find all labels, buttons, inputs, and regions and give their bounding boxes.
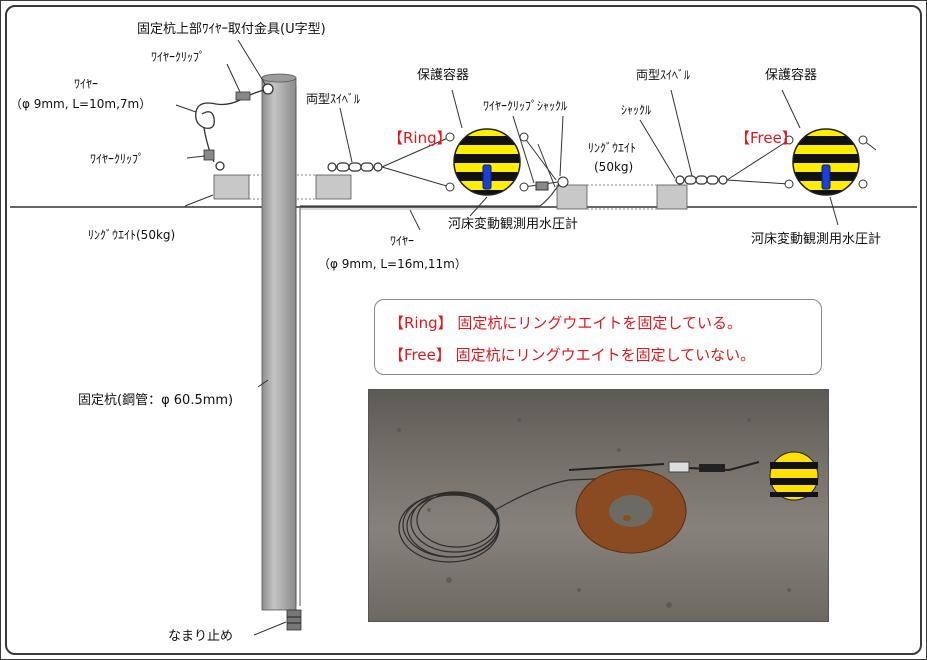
label-shackle-right: ｼｬｯｸﾙ [621, 103, 651, 117]
label-gauge-left: 河床変動観測用水圧計 [448, 216, 578, 232]
label-swivel-right: 両型ｽｲﾍﾞﾙ [636, 68, 690, 82]
namari-stop [286, 609, 302, 631]
leader-lines [175, 39, 839, 636]
fixed-pile [261, 77, 297, 611]
label-protect-right: 保護容器 [765, 67, 817, 83]
pressure-gauge-right [821, 164, 831, 190]
label-wire-clip-left: ﾜｲﾔｰｸﾘｯﾌﾟ [90, 152, 144, 166]
label-swivel-left: 両型ｽｲﾍﾞﾙ [306, 92, 360, 106]
label-wire-left-title: ﾜｲﾔｰ [74, 77, 98, 91]
label-ring-weight-mid-title: ﾘﾝｸﾞｳｴｲﾄ [588, 141, 636, 155]
label-free-tag: 【Free】 [735, 129, 797, 147]
photo-illustration [397, 418, 819, 608]
label-clip-shackle: ﾜｲﾔｰｸﾘｯﾌﾟｼｬｯｸﾙ [483, 99, 567, 113]
label-namari: なまり止め [168, 629, 233, 644]
inner-frame [5, 5, 922, 655]
note-box: 【Ring】 固定杭にリングウエイトを固定している。 【Free】 固定杭にリン… [374, 299, 822, 375]
swivel-chain-left [327, 162, 383, 172]
label-ring-tag: 【Ring】 [388, 129, 452, 147]
field-photo [368, 389, 829, 622]
coiled-wire [398, 477, 620, 563]
label-protect-left: 保護容器 [417, 67, 469, 83]
ground-wire [300, 183, 561, 207]
photo-container [769, 451, 819, 501]
label-ring-weight-mid-spec: (50kg) [594, 160, 633, 174]
label-top-bracket: 固定杭上部ﾜｲﾔｰ取付金具(U字型) [137, 21, 326, 37]
protective-container-left [454, 129, 520, 195]
pile-top-cap [261, 73, 297, 83]
swivel-chain-right [675, 175, 728, 185]
clip-shackle [535, 176, 569, 191]
label-pile: 固定杭(鋼管：φ 60.5mm) [78, 393, 233, 408]
label-wire-mid-spec: （φ 9mm, L=16m,11m） [318, 257, 467, 271]
label-ring-weight-left: ﾘﾝｸﾞｳｴｲﾄ(50kg) [88, 228, 175, 242]
bridle-right [726, 135, 877, 189]
label-wire-clip-top: ﾜｲﾔｰｸﾘｯﾌﾟ [151, 50, 205, 64]
ring-weight-right [556, 184, 688, 210]
label-wire-mid-title: ﾜｲﾔｰ [390, 234, 414, 248]
note-free: 【Free】 固定杭にリングウエイトを固定していない。 [389, 346, 756, 364]
label-gauge-right: 河床変動観測用水圧計 [751, 231, 881, 247]
protective-container-right [793, 129, 859, 195]
rusty-ring-weight [575, 468, 687, 554]
bridle-left [381, 132, 559, 192]
top-wire-assembly [195, 83, 274, 171]
label-wire-left-spec: （φ 9mm, L=10m,7m） [10, 97, 151, 111]
pressure-gauge-left [482, 164, 492, 190]
note-ring: 【Ring】 固定杭にリングウエイトを固定している。 [389, 314, 742, 332]
